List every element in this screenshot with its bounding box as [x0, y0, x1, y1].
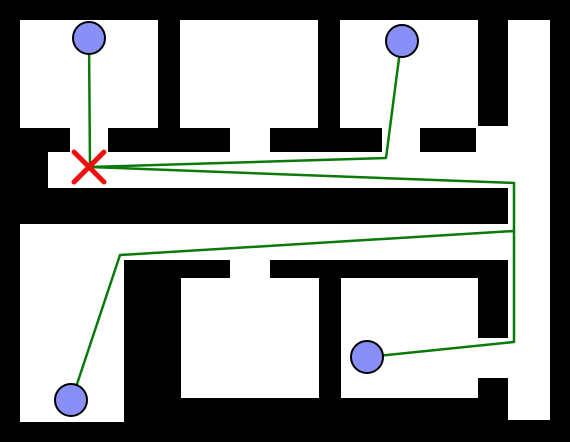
start-x-marker	[71, 149, 107, 185]
floor-corner-top-right	[476, 126, 510, 154]
floor-room-bottom-middle	[181, 278, 319, 398]
route-nodes	[54, 21, 419, 417]
floor-upper-corridor	[48, 152, 510, 188]
x-marker-stroke-b	[71, 149, 107, 185]
route-line-top-right	[89, 42, 403, 169]
floor-door-top-middle	[230, 126, 270, 154]
route-line-bottom-right	[366, 231, 516, 359]
floor-door-bottom-middle	[230, 258, 270, 278]
floor-room-bottom-right	[341, 278, 478, 398]
route-line-top-left	[87, 39, 92, 168]
node-bottom-left	[54, 383, 88, 417]
route-lines	[70, 39, 516, 400]
node-top-left	[72, 21, 106, 55]
node-bottom-right	[350, 340, 384, 374]
node-top-right	[385, 24, 419, 58]
floor-room-top-middle	[180, 20, 318, 128]
floor-lower-corridor	[20, 224, 510, 260]
